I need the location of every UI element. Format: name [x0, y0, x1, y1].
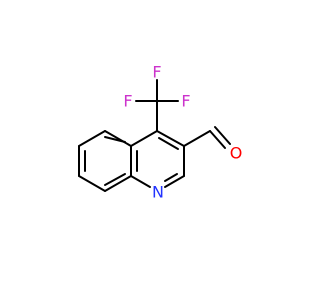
bond-c5-c6	[78, 130, 106, 147]
bond-c8-c8a-inner	[104, 173, 126, 186]
bond-cho-o-a	[209, 130, 226, 149]
bond-c4a-c4	[130, 130, 158, 147]
bond-cho-o-b	[214, 126, 231, 145]
fluorine-left-label: F	[123, 92, 132, 111]
bond-c8-c8a	[104, 175, 132, 192]
bond-c4-c3-inner	[158, 137, 179, 150]
molecule-structure: F F F O N	[78, 63, 243, 202]
bond-c3-cho	[183, 130, 211, 147]
bond-c4a-c5	[104, 130, 132, 147]
oxygen-label: O	[230, 144, 243, 163]
fluorine-right-label: F	[181, 92, 190, 111]
fluorine-top-label: F	[152, 63, 161, 82]
bond-c4a-c5-inner	[104, 136, 126, 143]
bond-n-c8a	[130, 175, 151, 188]
nitrogen-label: N	[152, 183, 164, 202]
bond-c4-c3	[156, 130, 185, 147]
bond-c7-c8	[78, 175, 106, 192]
bond-lines	[78, 79, 231, 192]
bond-c2-n-inner	[164, 173, 178, 182]
bond-c2-n	[164, 175, 185, 188]
